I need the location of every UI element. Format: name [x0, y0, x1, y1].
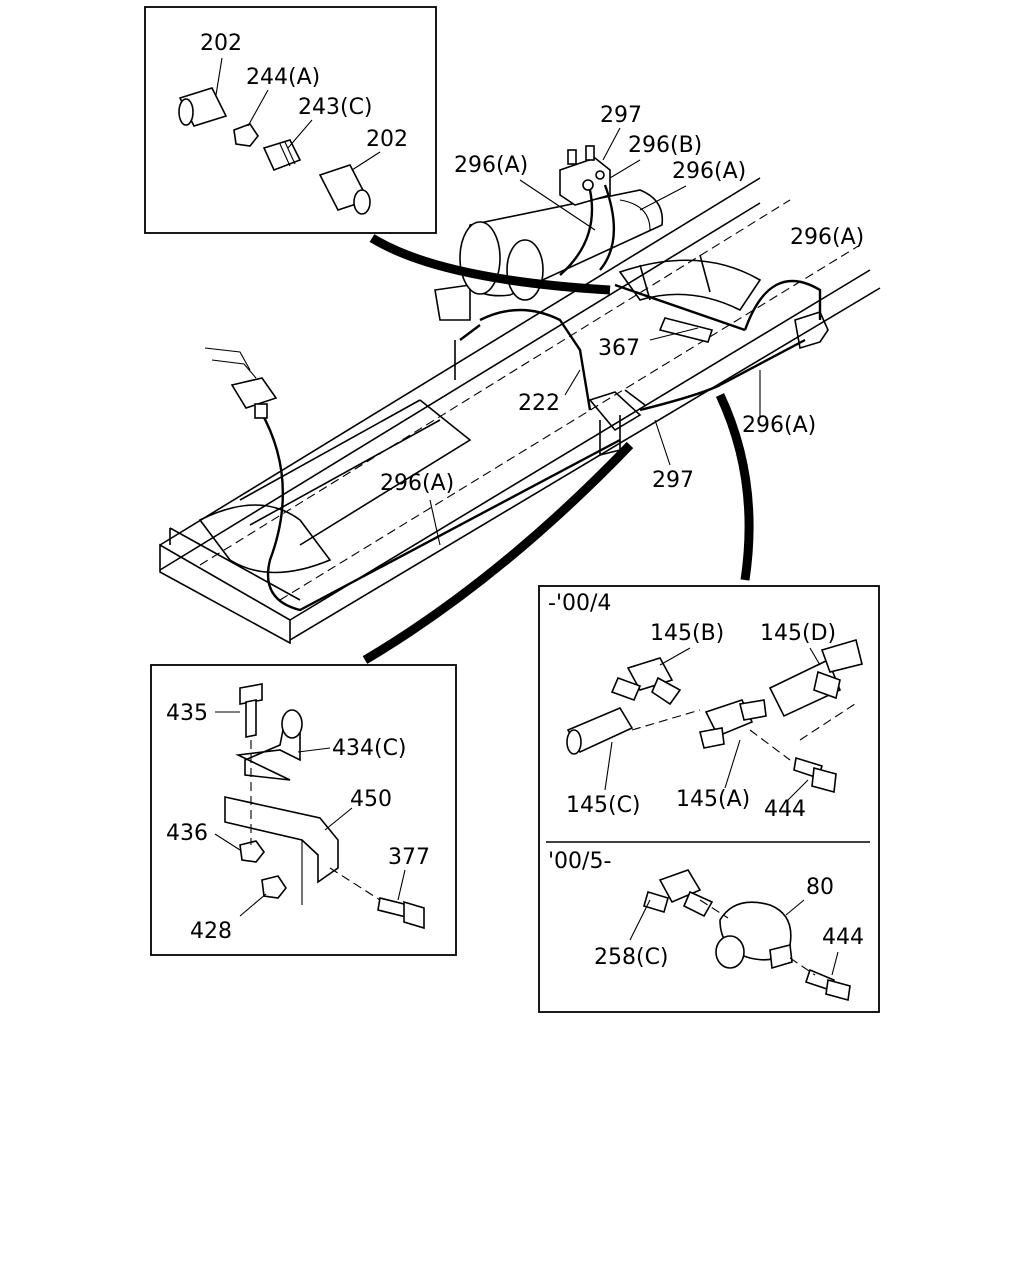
- label-444-bottom: 444: [822, 925, 864, 950]
- label-450: 450: [350, 787, 392, 812]
- valve-297: [559, 145, 611, 206]
- period-label-upto: -'00/4: [548, 591, 611, 616]
- label-444-top: 444: [764, 797, 806, 822]
- label-296b: 296(B): [628, 133, 702, 158]
- label-296a-upper: 296(A): [672, 159, 746, 184]
- label-145d: 145(D): [760, 621, 836, 646]
- label-243c: 243(C): [298, 95, 373, 120]
- period-label-from: '00/5-: [548, 849, 611, 874]
- label-436: 436: [166, 821, 208, 846]
- leader-upper: [369, 234, 611, 295]
- label-258c: 258(C): [594, 945, 669, 970]
- label-145c: 145(C): [566, 793, 641, 818]
- label-296a-center: 296(A): [380, 471, 454, 496]
- label-222: 222: [518, 391, 560, 416]
- label-80: 80: [806, 875, 834, 900]
- label-377: 377: [388, 845, 430, 870]
- label-297-top: 297: [600, 103, 642, 128]
- label-296a-left: 296(A): [454, 153, 528, 178]
- label-428: 428: [190, 919, 232, 944]
- label-296a-lower-right: 296(A): [742, 413, 816, 438]
- sender-unit: [204, 347, 278, 419]
- label-296a-right: 296(A): [790, 225, 864, 250]
- label-367: 367: [598, 336, 640, 361]
- label-244a: 244(A): [246, 65, 320, 90]
- label-202-b: 202: [366, 127, 408, 152]
- label-434c: 434(C): [332, 736, 407, 761]
- label-297-bottom: 297: [652, 468, 694, 493]
- label-435: 435: [166, 701, 208, 726]
- detail-box-right: [538, 585, 880, 1013]
- label-145a: 145(A): [676, 787, 750, 812]
- leader-left: [362, 441, 634, 664]
- label-145b: 145(B): [650, 621, 724, 646]
- detail-box-lower-left: [150, 664, 457, 956]
- label-202-a: 202: [200, 31, 242, 56]
- fuel-hoses: [258, 184, 822, 612]
- leader-right: [715, 393, 754, 581]
- detail-box-upper-left: [144, 6, 437, 234]
